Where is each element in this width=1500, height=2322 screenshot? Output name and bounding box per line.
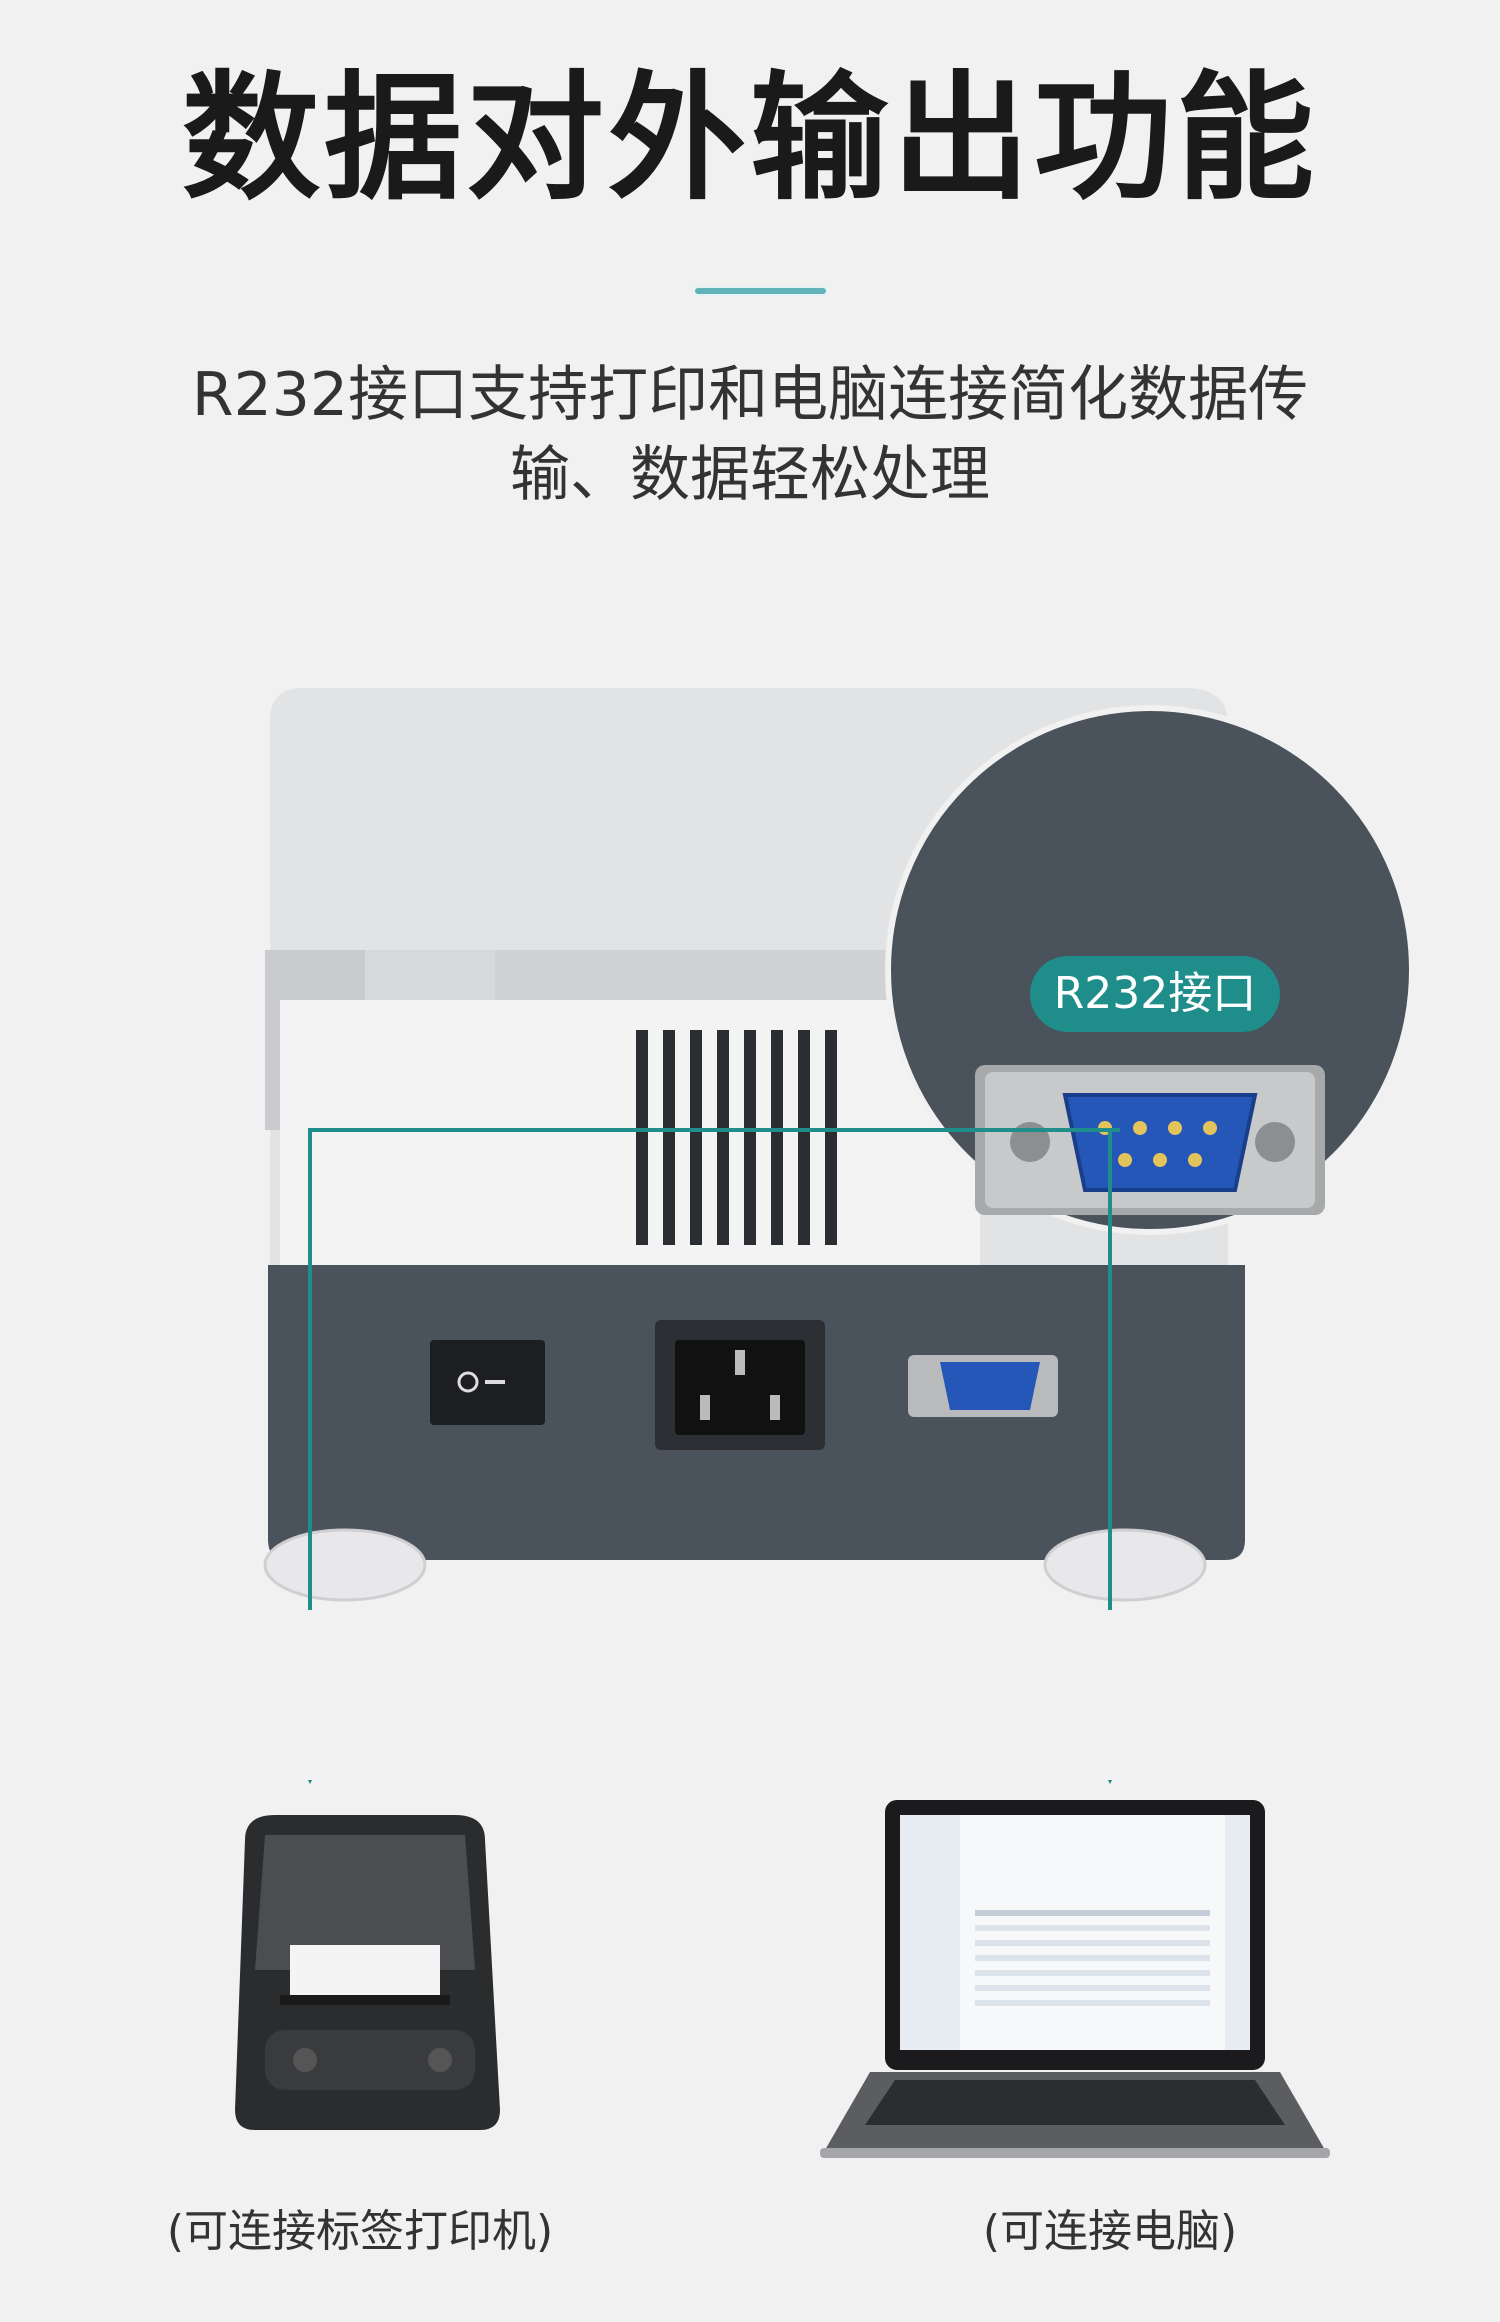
subtitle: R232接口支持打印和电脑连接简化数据传 输、数据轻松处理 [100, 355, 1400, 515]
moisture-analyzer-rear-view: R232接口 [0, 660, 1500, 1610]
label-printer-icon [235, 1815, 500, 2130]
power-socket-icon [655, 1320, 825, 1450]
page-title: 数据对外输出功能 [181, 58, 1318, 219]
subtitle-line-1: R232接口支持打印和电脑连接简化数据传 [191, 360, 1309, 430]
title-divider [693, 286, 828, 296]
ventilation-grille [636, 1030, 837, 1245]
power-switch-icon [430, 1340, 545, 1425]
laptop-icon [820, 1800, 1330, 2158]
printer-caption: (可连接标签打印机) [166, 2206, 554, 2257]
foot-right [1043, 1528, 1207, 1602]
serial-port-icon [908, 1355, 1058, 1417]
arrow-down-icon [292, 1750, 1128, 1784]
r232-port-label: R232接口 [1030, 956, 1280, 1032]
output-devices [0, 1750, 1500, 2180]
serial-port-zoomed-icon [975, 1065, 1325, 1215]
foot-left [263, 1528, 427, 1602]
connection-lines [308, 1128, 1120, 1610]
computer-caption: (可连接电脑) [982, 2206, 1238, 2257]
subtitle-line-2: 输、数据轻松处理 [510, 440, 990, 510]
